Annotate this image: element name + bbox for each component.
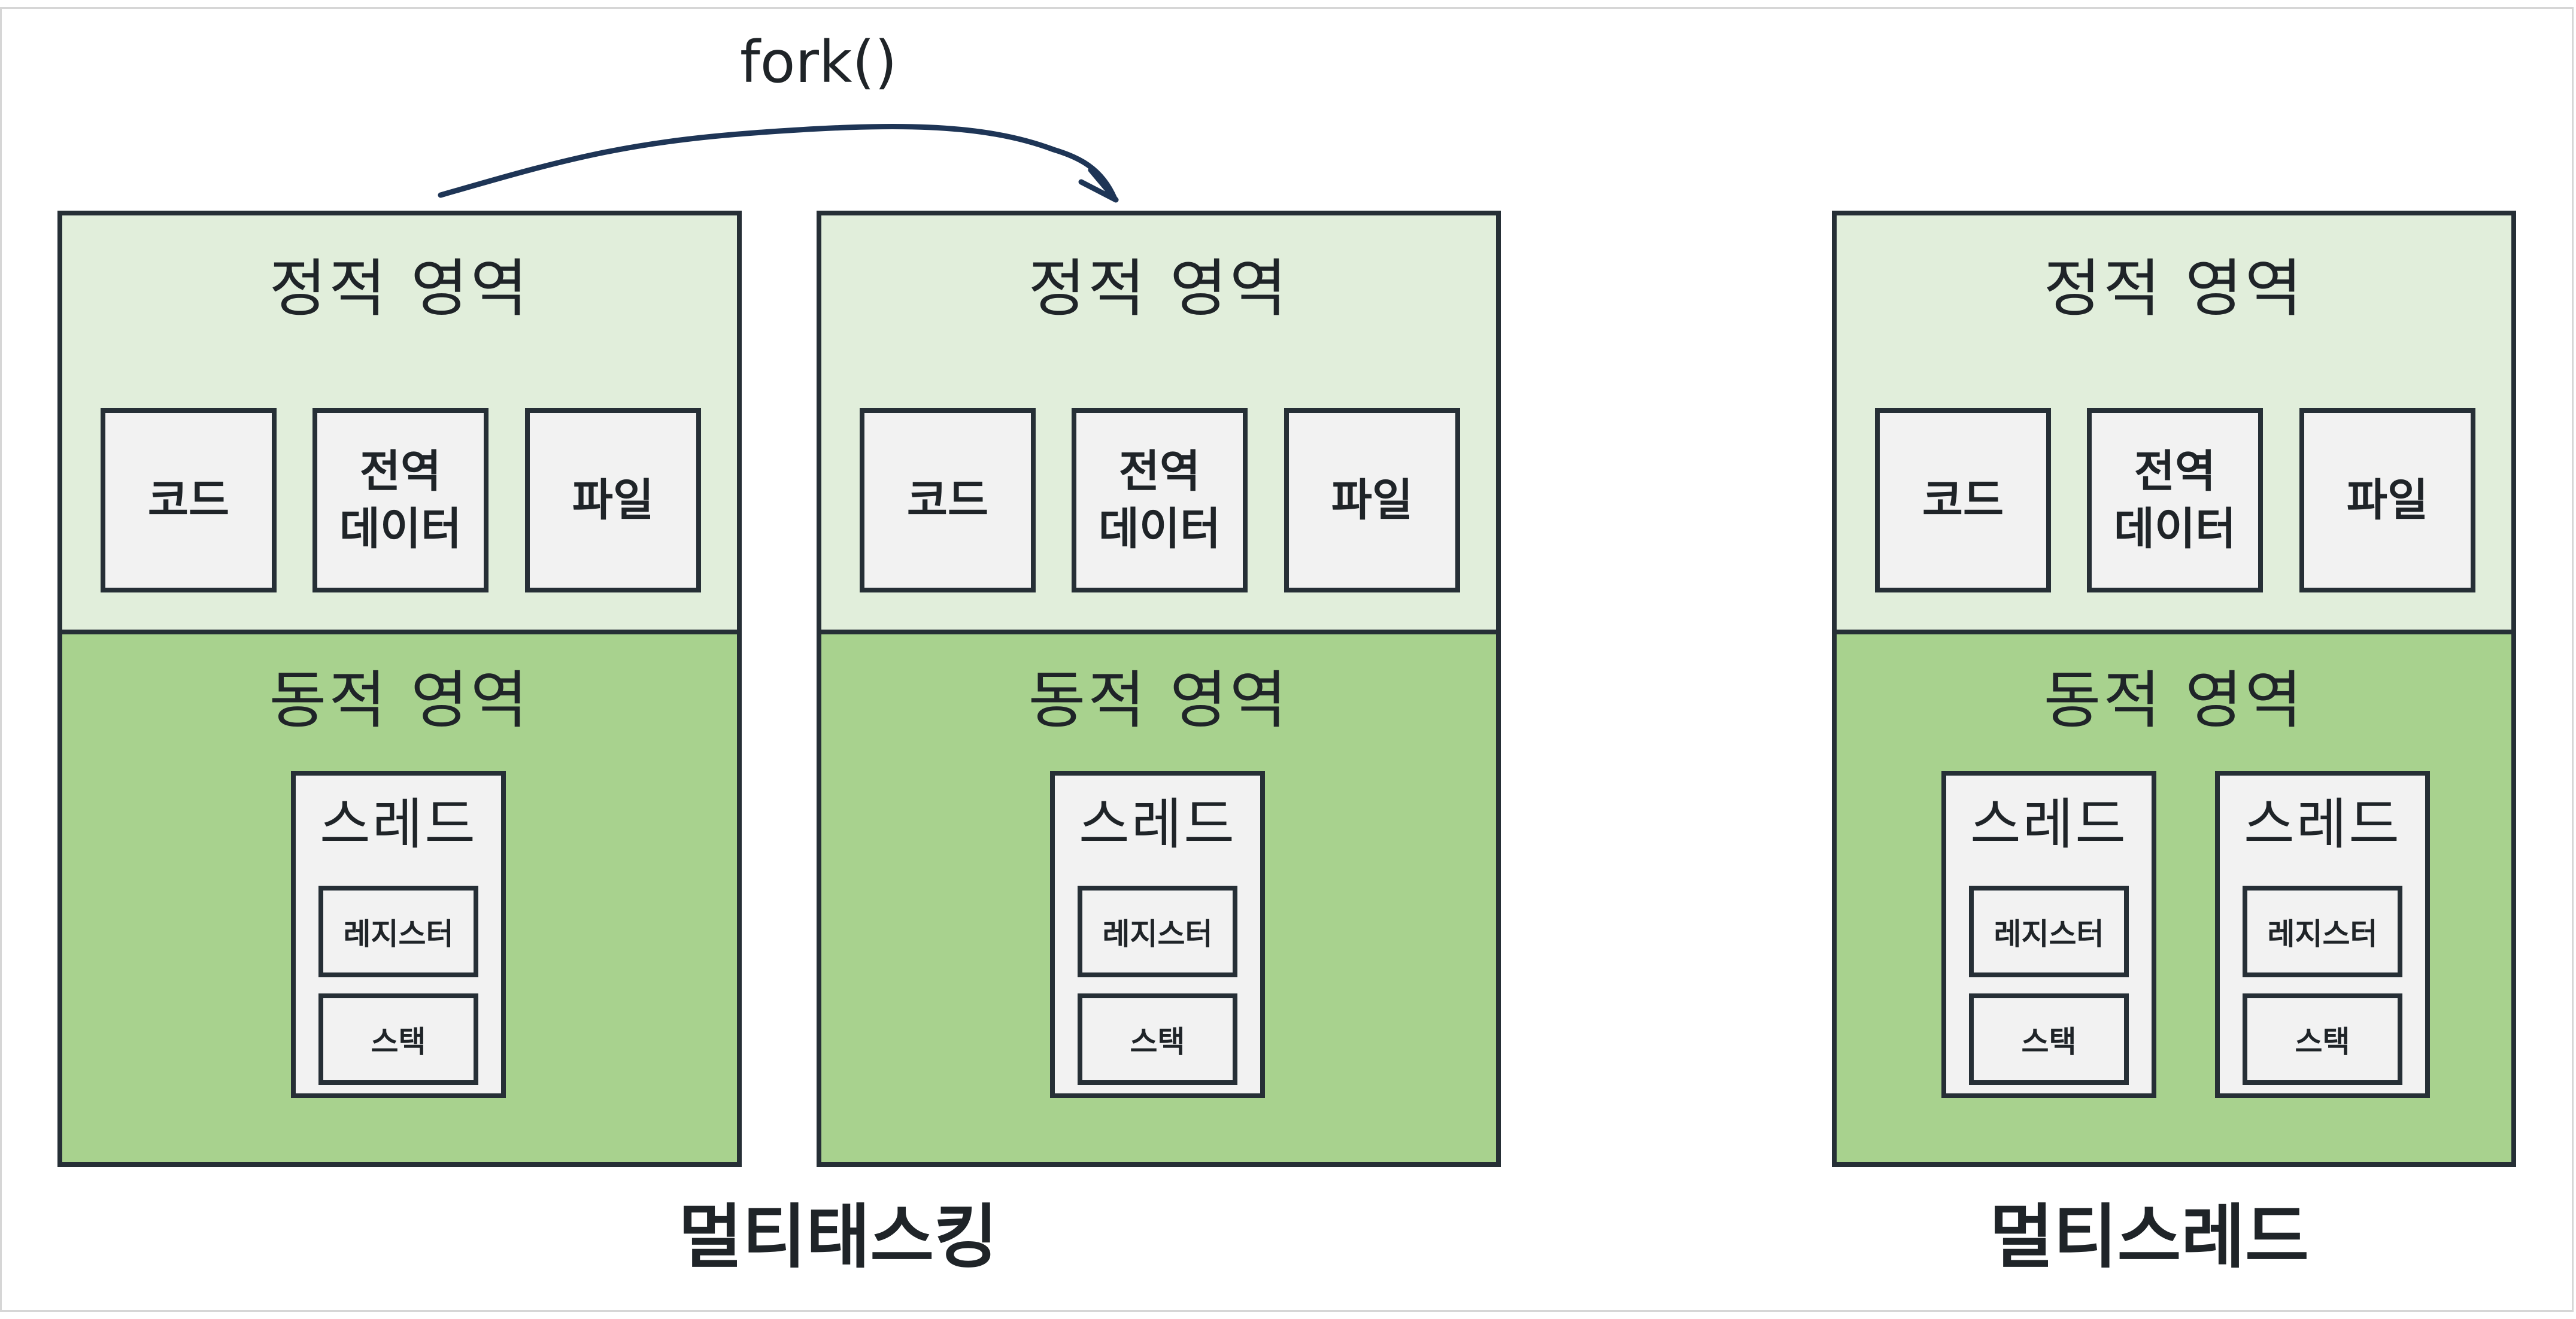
diagram-frame — [0, 7, 2574, 1312]
segment-global-data-label: 전역 데이터 — [1098, 445, 1221, 555]
stack-box: 스택 — [318, 993, 478, 1085]
fork-label: fork() — [740, 29, 897, 96]
segment-global-data-label: 전역 데이터 — [339, 445, 462, 555]
static-region-title: 정적 영역 — [269, 252, 530, 325]
static-region-title: 정적 영역 — [1028, 252, 1289, 325]
segment-code: 코드 — [1875, 408, 2051, 592]
thread-title: 스레드 — [2244, 792, 2401, 856]
stack-box: 스택 — [1969, 993, 2129, 1085]
thread-box: 스레드 레지스터 스택 — [1050, 771, 1265, 1098]
process-box-child: 정적 영역 코드 전역 데이터 파일 동적 영역 — [817, 211, 1501, 1167]
segment-code-label: 코드 — [147, 474, 230, 526]
segment-file-label: 파일 — [1331, 474, 1413, 526]
segment-file-label: 파일 — [2346, 474, 2429, 526]
thread-title: 스레드 — [1079, 792, 1236, 856]
segment-global-data: 전역 데이터 — [1072, 408, 1248, 592]
static-region: 정적 영역 코드 전역 데이터 파일 — [821, 215, 1496, 634]
segment-code-label: 코드 — [906, 474, 989, 526]
segment-file: 파일 — [1284, 408, 1460, 592]
static-region: 정적 영역 코드 전역 데이터 파일 — [62, 215, 737, 634]
caption-multithread: 멀티스레드 — [1989, 1197, 2309, 1278]
segment-code: 코드 — [101, 408, 277, 592]
thread-box-1: 스레드 레지스터 스택 — [1941, 771, 2156, 1098]
segment-code: 코드 — [860, 408, 1036, 592]
thread-box: 스레드 레지스터 스택 — [291, 771, 506, 1098]
thread-title: 스레드 — [1970, 792, 2128, 856]
dynamic-region-title: 동적 영역 — [269, 664, 530, 737]
segment-global-data: 전역 데이터 — [2087, 408, 2263, 592]
thread-box-2: 스레드 레지스터 스택 — [2215, 771, 2430, 1098]
stack-box: 스택 — [1078, 993, 1237, 1085]
thread-title: 스레드 — [320, 792, 477, 856]
segment-code-label: 코드 — [1922, 474, 2004, 526]
dynamic-region-title: 동적 영역 — [2043, 664, 2305, 737]
segment-global-data: 전역 데이터 — [312, 408, 489, 592]
stack-box: 스택 — [2243, 993, 2402, 1085]
dynamic-region-title: 동적 영역 — [1028, 664, 1289, 737]
static-region-title: 정적 영역 — [2043, 252, 2305, 325]
segment-global-data-label: 전역 데이터 — [2113, 445, 2237, 555]
segment-file: 파일 — [525, 408, 701, 592]
static-region: 정적 영역 코드 전역 데이터 파일 — [1837, 215, 2511, 634]
register-box: 레지스터 — [318, 886, 478, 977]
register-box: 레지스터 — [1969, 886, 2129, 977]
segment-file: 파일 — [2299, 408, 2475, 592]
segment-file-label: 파일 — [572, 474, 654, 526]
register-box: 레지스터 — [2243, 886, 2402, 977]
caption-multitasking: 멀티태스킹 — [678, 1197, 998, 1278]
register-box: 레지스터 — [1078, 886, 1237, 977]
